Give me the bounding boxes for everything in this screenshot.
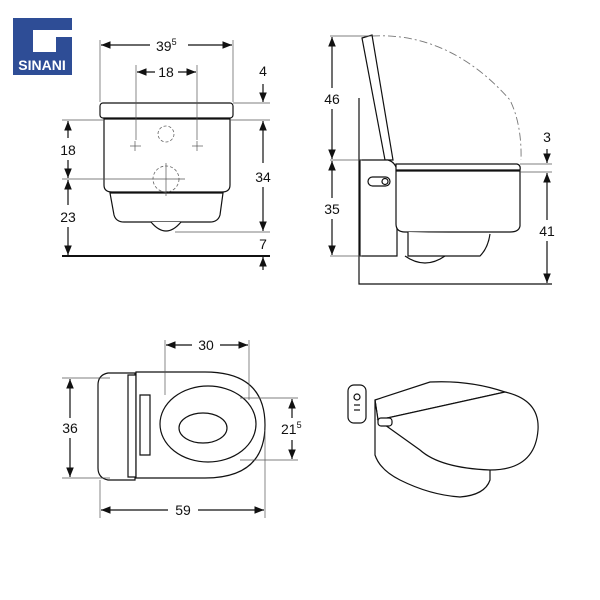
dim-body-height: 34 [255, 169, 271, 185]
dim-bowl: 215 [281, 420, 302, 437]
dim-seat-thickness: 3 [543, 129, 551, 145]
seat-side [395, 163, 521, 171]
seat-front [99, 102, 234, 119]
tank-top [97, 372, 136, 481]
top-view: 30 36 215 59 [62, 337, 302, 518]
perspective-view [347, 381, 539, 498]
lid-open [361, 34, 394, 161]
bowl-hole [178, 412, 228, 444]
front-view: 395 18 4 18 23 34 7 [60, 37, 271, 270]
bowl-side [395, 170, 521, 233]
control-panel-icon [367, 176, 391, 187]
toilet-lid [376, 391, 539, 471]
tank-block [359, 159, 398, 257]
dim-seat-width: 30 [198, 337, 214, 353]
dim-floor-gap: 7 [259, 236, 267, 252]
bowl-body-front [103, 118, 231, 193]
dim-drain-height: 23 [60, 209, 76, 225]
dim-seat-height-floor: 41 [539, 223, 555, 239]
dim-tank-height: 35 [324, 201, 340, 217]
dim-4: 4 [259, 63, 267, 79]
dim-lid-height: 46 [324, 91, 340, 107]
dim-width: 395 [156, 37, 177, 54]
sinani-logo: SINANI [13, 18, 72, 75]
side-view: 46 35 3 41 [324, 34, 555, 285]
dim-fixing-distance: 18 [158, 64, 174, 80]
seat-opening [159, 385, 257, 463]
bowl-top [135, 371, 266, 479]
dashed-circle [157, 125, 175, 143]
svg-text:SINANI: SINANI [18, 57, 65, 73]
dim-fixing-height: 18 [60, 142, 76, 158]
dim-36: 36 [62, 420, 78, 436]
remote-control-icon [347, 384, 367, 424]
lid-swing-arc [371, 35, 522, 161]
dim-total-length: 59 [175, 502, 191, 518]
